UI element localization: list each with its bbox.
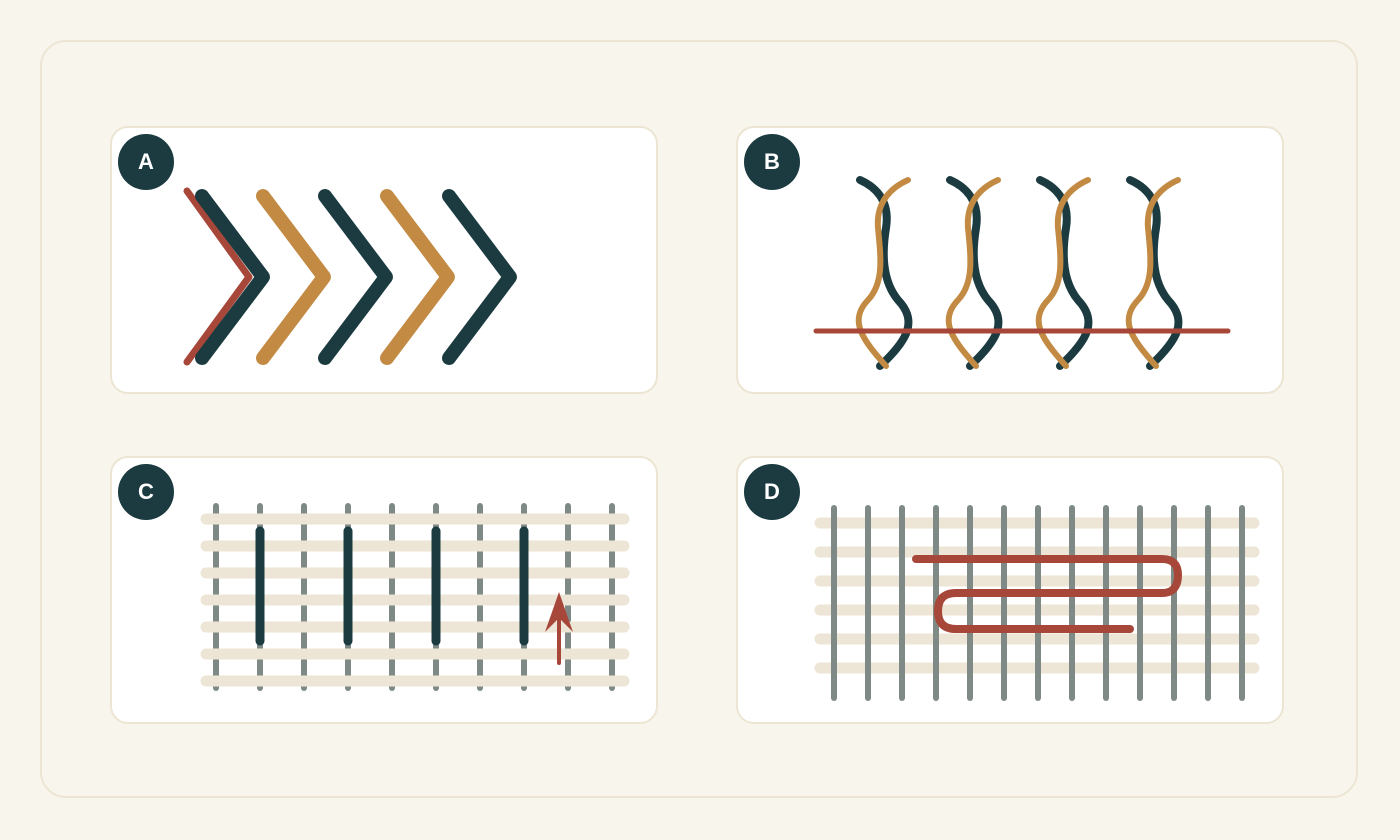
panel-a-badge: A	[118, 134, 174, 190]
diagram-frame	[40, 40, 1358, 798]
up-arrow-icon	[545, 592, 573, 665]
twine-pair-2	[945, 176, 1003, 370]
chevron-teal-3	[442, 189, 517, 365]
warp-floats	[255, 526, 529, 646]
chevron-ochre-2	[380, 189, 455, 365]
chevron-teal-2	[318, 189, 393, 365]
twine-pair-1	[855, 176, 913, 370]
panel-c-badge: C	[118, 464, 174, 520]
panel-b-badge: B	[744, 134, 800, 190]
weft-threads	[200, 513, 630, 687]
weft-return-path	[912, 555, 1182, 633]
panel-a: A	[110, 126, 658, 394]
chevron-rust	[183, 187, 253, 366]
panel-c: C	[110, 456, 658, 724]
panel-b: B	[736, 126, 1284, 394]
panel-d: D	[736, 456, 1284, 724]
warp-face-weave-icon	[200, 503, 630, 691]
twine-pair-3	[1035, 176, 1093, 370]
chevron-teal-1	[195, 189, 270, 365]
herringbone-chevrons-icon	[183, 187, 517, 366]
weft-return-path-icon	[814, 505, 1260, 701]
twine-pair-4	[1125, 176, 1183, 370]
warp-threads	[831, 505, 1245, 701]
panel-d-badge: D	[744, 464, 800, 520]
chevron-ochre-1	[256, 189, 331, 365]
twined-weft-icon	[813, 176, 1231, 370]
